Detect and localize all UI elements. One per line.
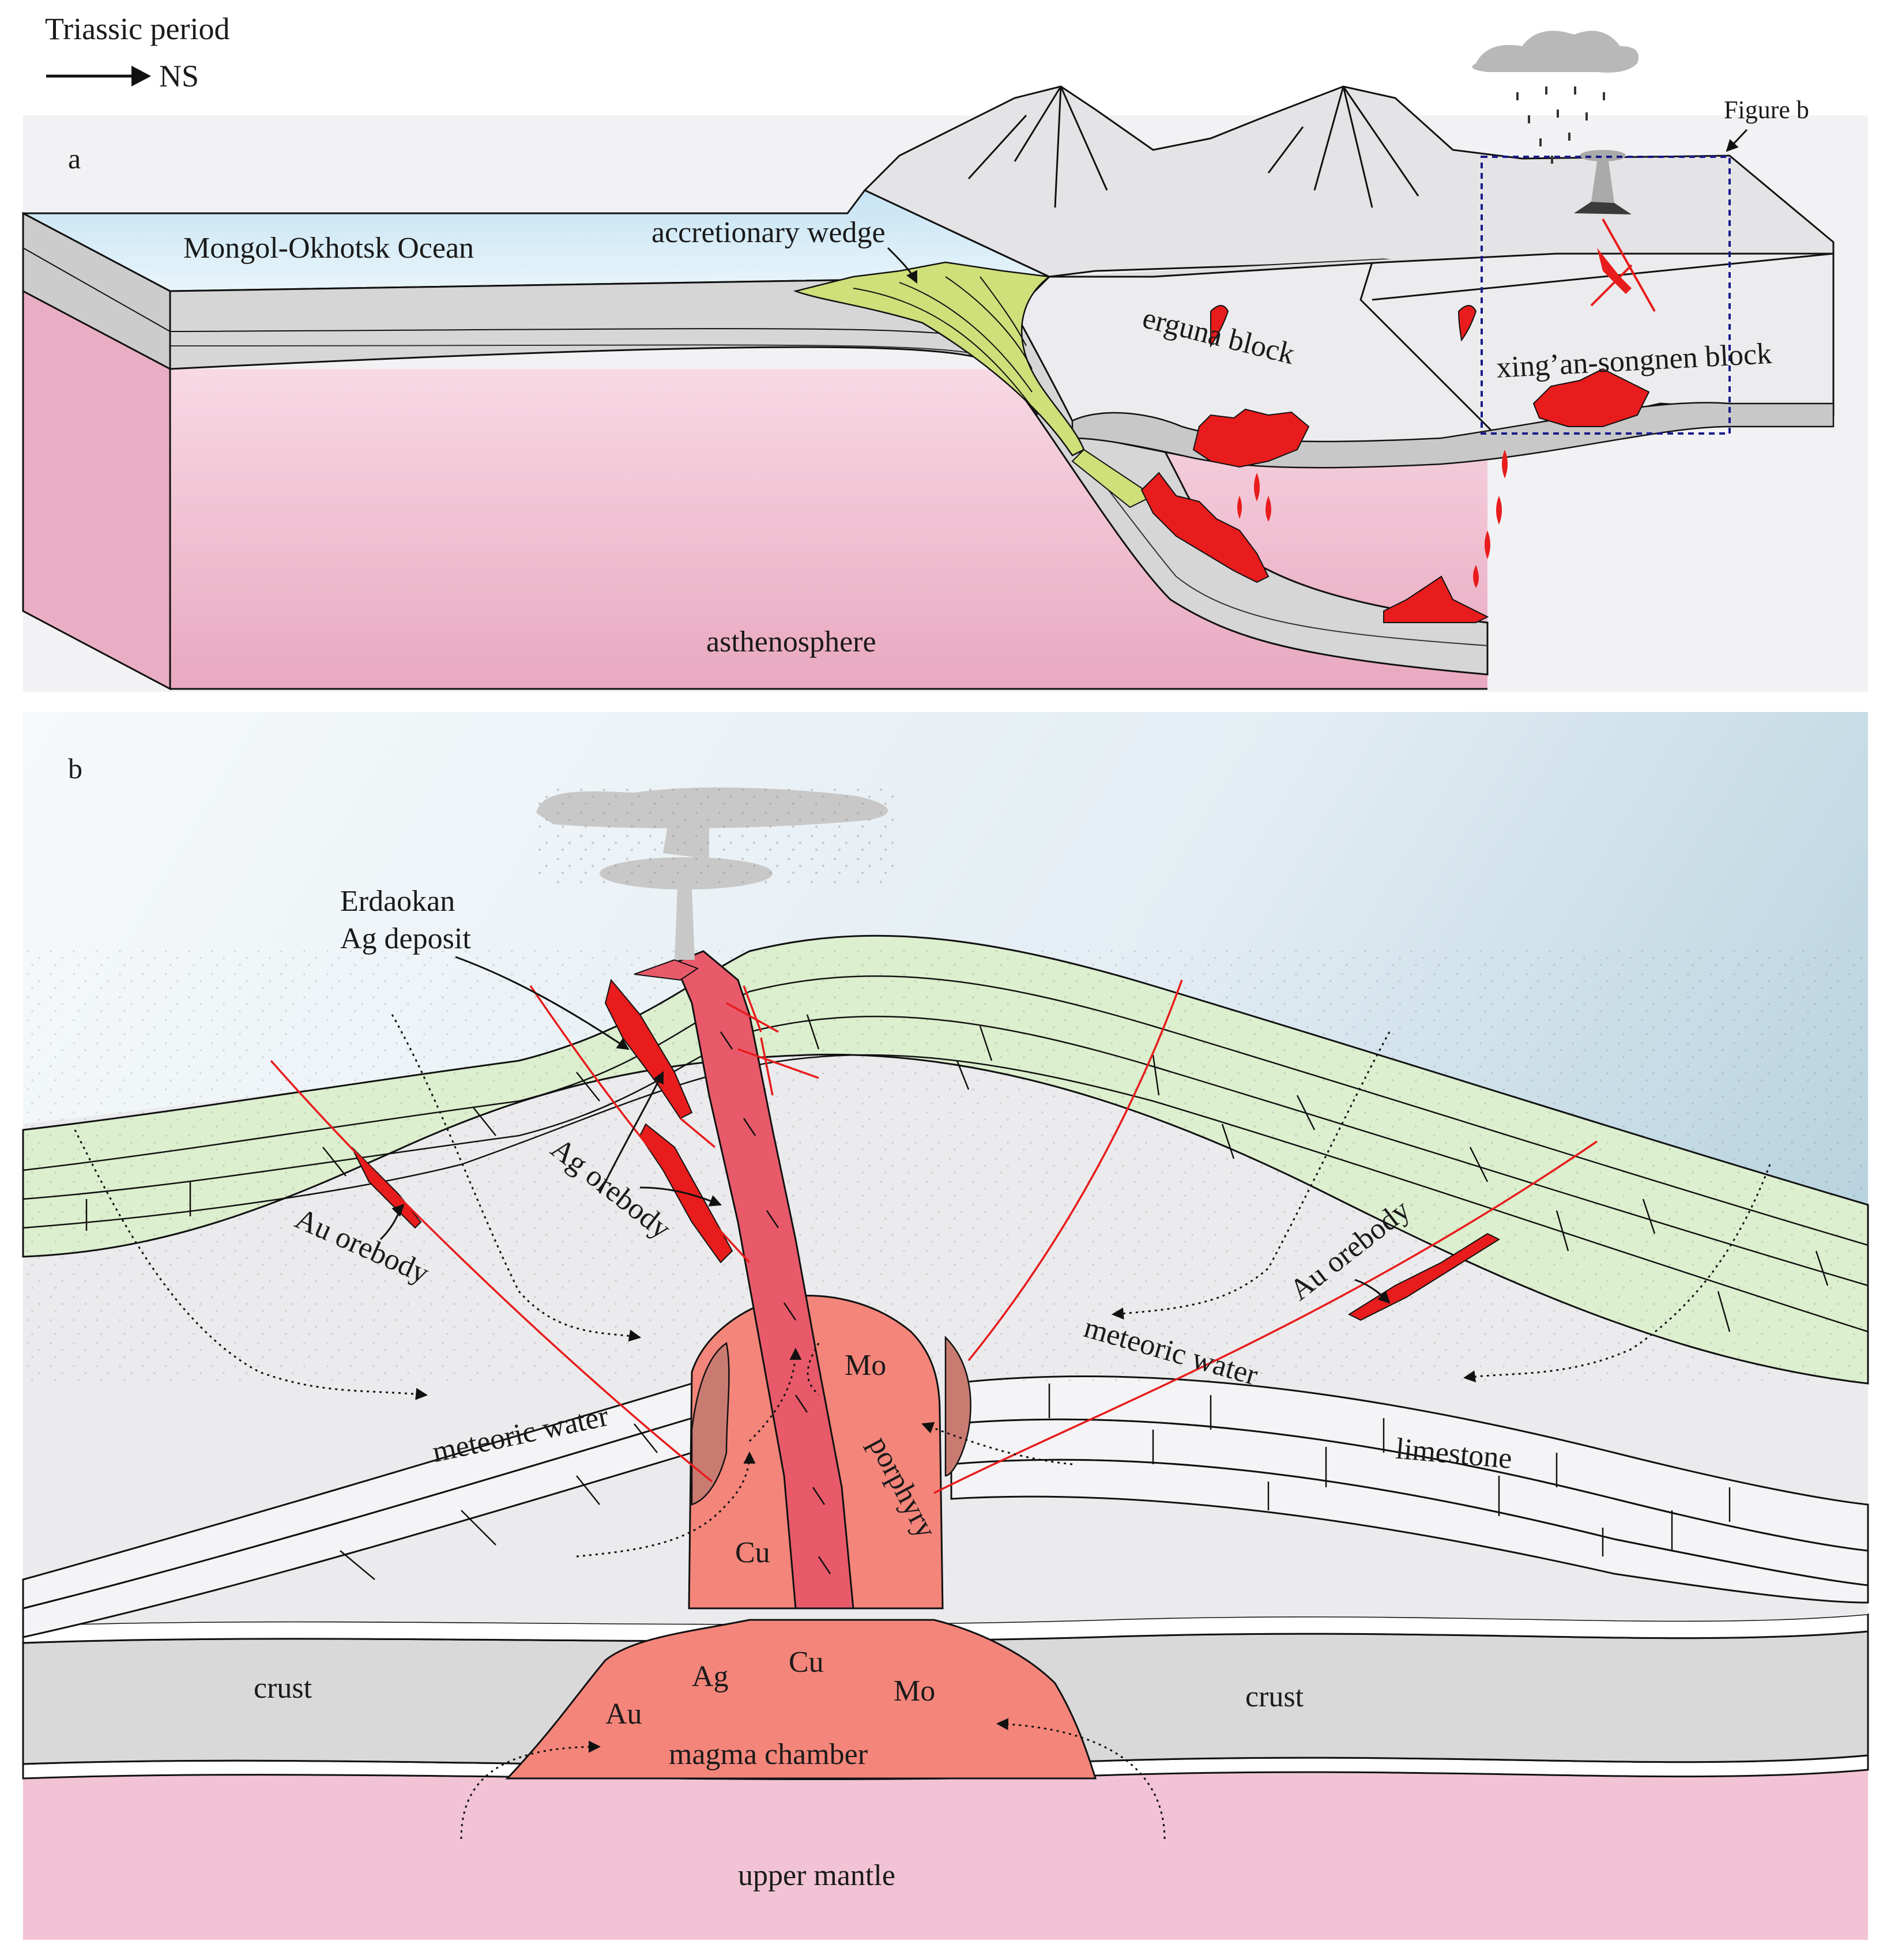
underplate-magma-a xyxy=(1192,408,1310,468)
mountain-ridges xyxy=(967,86,1419,208)
figure-b-frame xyxy=(1481,156,1731,435)
plate-side xyxy=(22,212,171,371)
limestone-strata xyxy=(22,1375,1869,1638)
magma-chamber-label: magma chamber xyxy=(669,1738,868,1771)
faults-red xyxy=(1590,218,1656,312)
panel-a-label: a xyxy=(68,142,81,175)
dike-ticks xyxy=(720,1031,831,1574)
upper-mantle xyxy=(23,1770,1868,1940)
deposit-label-line2: Ag deposit xyxy=(340,922,471,955)
period-title: Triassic period xyxy=(45,12,230,46)
dike xyxy=(673,950,854,1610)
header: Triassic period NS xyxy=(45,12,230,93)
slab-melt-upper xyxy=(1140,472,1270,583)
porphyry-mo-label: Mo xyxy=(845,1349,886,1382)
accretionary-wedge xyxy=(793,261,1085,457)
pluton-erguna xyxy=(1210,305,1229,348)
upper-mantle-label: upper mantle xyxy=(738,1859,895,1892)
deposit-label-line1: Erdaokan xyxy=(340,885,455,918)
plume-stipple xyxy=(536,784,899,888)
eruption-column xyxy=(1591,161,1614,203)
eruption-cap xyxy=(1580,150,1626,161)
label-pointers xyxy=(379,956,1391,1304)
chamber-cu-label: Cu xyxy=(789,1646,824,1679)
wedge-label: accretionary wedge xyxy=(651,216,886,249)
plume-stem xyxy=(675,888,695,960)
chamber-ag-label: Ag xyxy=(692,1660,729,1693)
direction-label: NS xyxy=(159,59,199,93)
wedge-thrusts xyxy=(853,276,1038,416)
asthenosphere-label: asthenosphere xyxy=(706,625,876,658)
wedge-pointer xyxy=(887,247,918,284)
crust-right-label: crust xyxy=(1245,1680,1304,1713)
alteration-left xyxy=(691,1341,730,1506)
meteoric-water-paths xyxy=(74,1014,1771,1840)
arrow-head-icon xyxy=(131,66,151,86)
sediment-stipple xyxy=(23,945,1868,1384)
chamber-mo-label: Mo xyxy=(894,1675,935,1708)
pluton-xingan xyxy=(1457,305,1477,342)
alteration-right xyxy=(944,1335,971,1477)
volcano-icon xyxy=(1574,202,1632,214)
plate-side-line xyxy=(22,247,171,332)
magma-chamber xyxy=(505,1619,1097,1780)
chamber-au-label: Au xyxy=(605,1698,642,1731)
block-boundary xyxy=(1359,262,1500,439)
panel-a: a xyxy=(22,31,1868,692)
mountain-range xyxy=(863,85,1835,278)
ocean-label: Mongol-Okhotsk Ocean xyxy=(183,232,474,265)
panel-b-label: b xyxy=(68,752,82,785)
figure-b-label: Figure b xyxy=(1724,96,1809,124)
rain-icon xyxy=(1516,86,1605,164)
dike-vent xyxy=(634,959,699,981)
limestone-joints xyxy=(340,1384,1731,1580)
cloud-icon xyxy=(1472,31,1639,73)
slab-melt-lower xyxy=(1383,575,1489,623)
oceanic-plate xyxy=(169,276,1489,676)
panel-b: b xyxy=(22,712,1869,1940)
vein-orebody xyxy=(1597,248,1632,294)
red-faults xyxy=(270,979,1598,1494)
figure-b-pointer xyxy=(1726,129,1748,152)
wedge-tail xyxy=(1071,448,1154,508)
porphyry-cu-label: Cu xyxy=(735,1536,770,1569)
block-top-edge xyxy=(1372,252,1834,301)
underplate-magma-b xyxy=(1532,368,1650,427)
crust-left-label: crust xyxy=(254,1672,312,1705)
